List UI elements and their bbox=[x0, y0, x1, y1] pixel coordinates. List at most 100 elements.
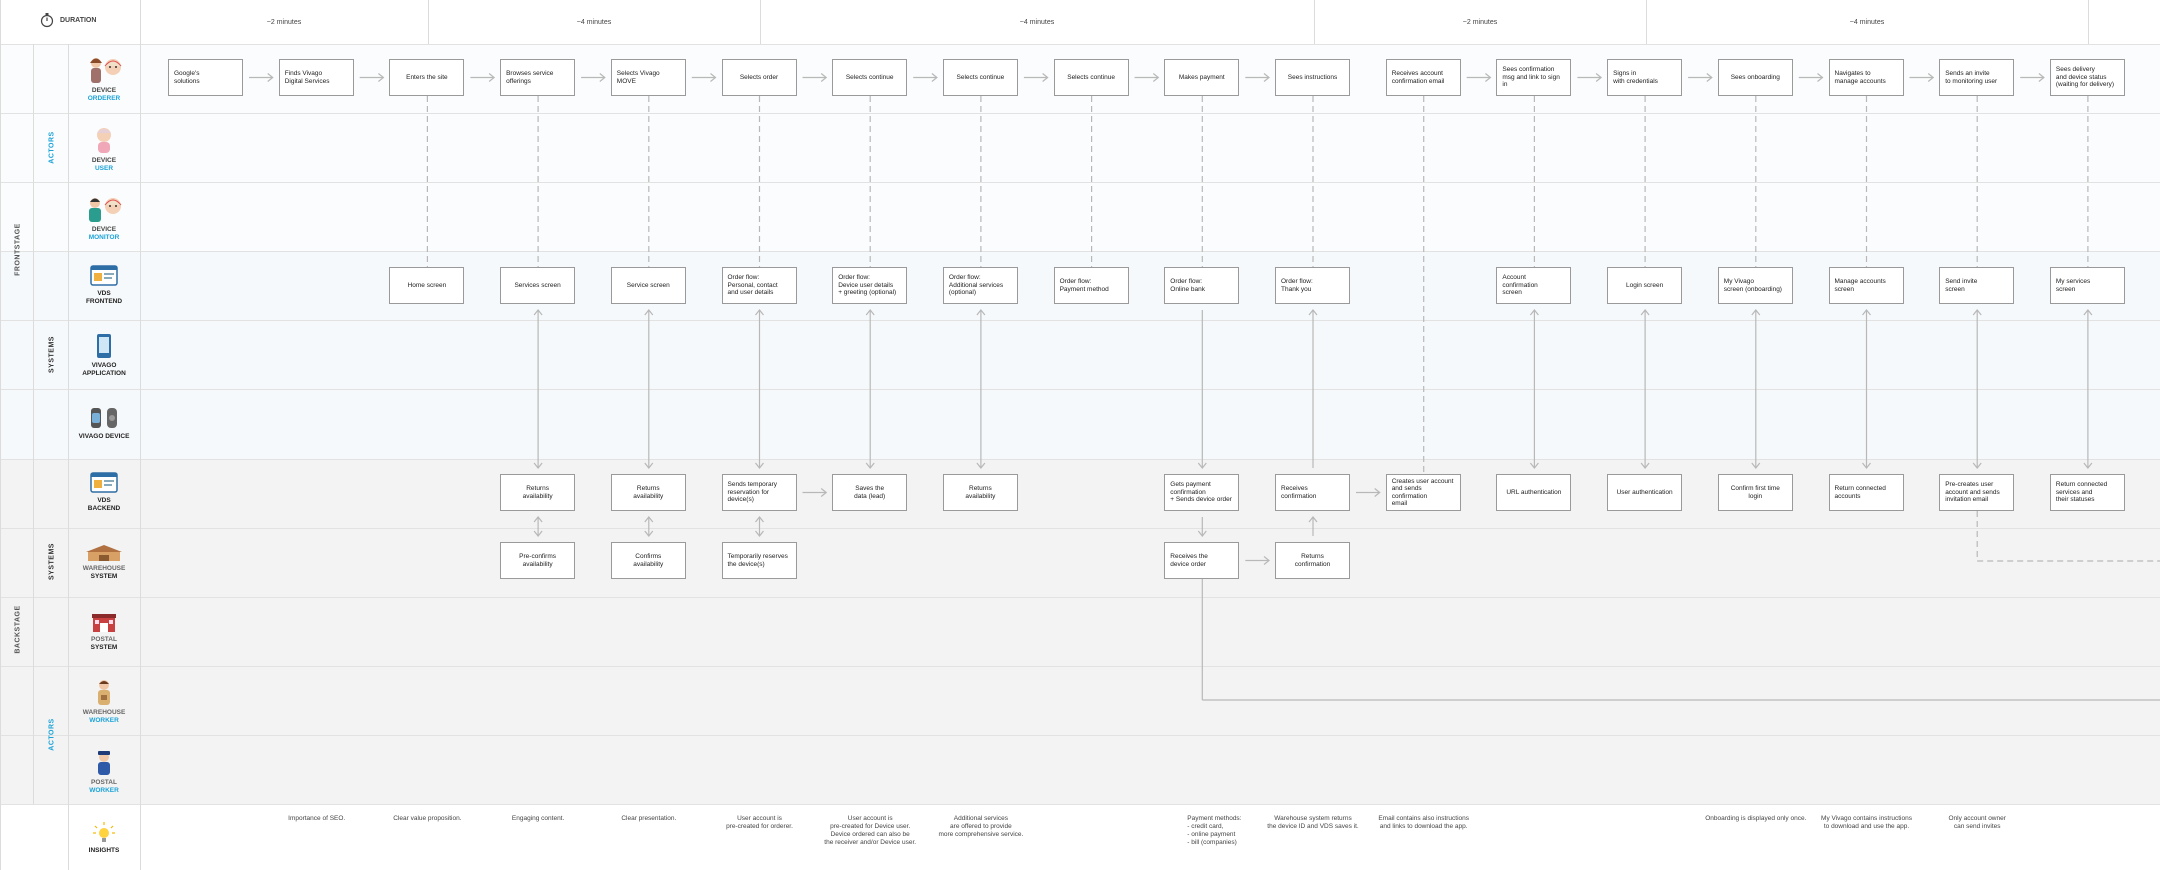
step-text: Sees onboarding bbox=[1730, 73, 1780, 81]
actor-label-2: WORKER bbox=[89, 787, 119, 794]
step-text: Navigates to manage accounts bbox=[1834, 70, 1886, 85]
duration-header: DURATION bbox=[40, 12, 96, 28]
duration-segment: ~4 minutes bbox=[428, 0, 760, 44]
orderer-step-box: Finds Vivago Digital Services bbox=[278, 59, 354, 96]
step-text: Receives confirmation bbox=[1281, 485, 1317, 500]
step-text: Order flow: Online bank bbox=[1170, 278, 1205, 293]
orderer-step-box: Sees delivery and device status (waiting… bbox=[2049, 59, 2125, 96]
step-text: My Vivago screen (onboarding) bbox=[1723, 278, 1782, 293]
duration-text: ~4 minutes bbox=[576, 18, 612, 26]
duration-text: ~2 minutes bbox=[1462, 18, 1498, 26]
step-text: Gets payment confirmation + Sends device… bbox=[1170, 481, 1232, 504]
step-text: Order flow: Additional services (optiona… bbox=[948, 274, 1004, 297]
step-text: Order flow: Payment method bbox=[1059, 278, 1109, 293]
system-arrowhead bbox=[533, 462, 543, 469]
step-text: Confirm first time login bbox=[1730, 485, 1780, 500]
step-text: URL authentication bbox=[1506, 488, 1562, 496]
row-warehouse-system: WAREHOUSE SYSTEM bbox=[69, 544, 139, 581]
orderer-step-box: Selects order bbox=[721, 59, 797, 96]
actor-label-2: USER bbox=[94, 165, 114, 172]
step-text: Receives account confirmation email bbox=[1391, 70, 1445, 85]
backend-step-box: Returns availability bbox=[500, 474, 576, 511]
system-arrowhead bbox=[865, 309, 875, 316]
flow-arrowhead bbox=[1817, 73, 1824, 82]
orderer-people-icon bbox=[90, 58, 122, 83]
step-text: Return connected services and their stat… bbox=[2055, 481, 2108, 504]
step-text: Returns availability bbox=[522, 485, 553, 500]
step-text: Creates user account and sends confirmat… bbox=[1391, 477, 1454, 508]
warehouse-arrowhead bbox=[644, 516, 654, 523]
step-text: Returns confirmation bbox=[1294, 553, 1331, 568]
orderer-step-box: Navigates to manage accounts bbox=[1828, 59, 1904, 96]
backend-step-box: Return connected accounts bbox=[1828, 474, 1904, 511]
step-text: Saves the data (lead) bbox=[854, 485, 886, 500]
system-arrowhead bbox=[1862, 462, 1871, 469]
system-arrowhead bbox=[644, 309, 654, 316]
row-divider bbox=[0, 182, 2160, 183]
actor-label-1: DEVICE bbox=[91, 226, 117, 233]
column-divider bbox=[0, 0, 1, 870]
duration-segment: ~4 minutes bbox=[1646, 0, 2088, 44]
post-office-icon bbox=[92, 614, 116, 632]
actor-label-2: ORDERER bbox=[87, 95, 121, 102]
browser-window-icon bbox=[90, 265, 118, 286]
step-text: Pre-confirms availability bbox=[519, 553, 557, 568]
backstage-systems-band bbox=[0, 459, 2160, 666]
actor-label-1: WAREHOUSE bbox=[82, 565, 126, 572]
flow-arrowhead bbox=[1152, 73, 1160, 82]
system-arrowhead bbox=[1972, 309, 1982, 316]
system-arrowhead bbox=[533, 309, 543, 316]
column-divider bbox=[428, 0, 429, 44]
mobile-phone-icon bbox=[97, 334, 111, 358]
system-arrowhead bbox=[1972, 462, 1982, 469]
frontend-step-box: Order flow: Device user details + greeti… bbox=[832, 267, 908, 304]
step-text: Order flow: Personal, contact and user d… bbox=[727, 274, 778, 297]
system-arrowhead bbox=[1308, 309, 1318, 316]
frontend-step-box: Send invite screen bbox=[1939, 267, 2015, 304]
backend-step-box: User authentication bbox=[1607, 474, 1683, 511]
system-arrowhead bbox=[1640, 462, 1650, 469]
system-arrowhead bbox=[644, 462, 654, 469]
actor-label-1: VIVAGO DEVICE bbox=[78, 433, 130, 440]
browser-window-icon bbox=[90, 472, 118, 493]
warehouse-step-box: Returns confirmation bbox=[1275, 542, 1350, 579]
system-arrowhead bbox=[976, 462, 986, 469]
backend-step-box: Pre-creates user account and sends invit… bbox=[1939, 474, 2015, 511]
lightbulb-icon bbox=[93, 822, 115, 842]
backend-step-box: Receives confirmation bbox=[1275, 474, 1350, 511]
step-text: Returns availability bbox=[965, 485, 996, 500]
row-divider bbox=[0, 320, 2160, 321]
row-divider bbox=[0, 389, 2160, 390]
step-text: Sends temporary reservation for device(s… bbox=[727, 481, 778, 504]
step-text: Sends an invite to monitoring user bbox=[1945, 70, 1998, 85]
system-arrowhead bbox=[1529, 462, 1539, 469]
step-text: Selects order bbox=[739, 73, 779, 81]
step-text: Selects Vivago MOVE bbox=[616, 70, 660, 85]
step-text: Send invite screen bbox=[1945, 278, 1978, 293]
actor-label-2: FRONTEND bbox=[85, 298, 123, 305]
system-arrowhead bbox=[2083, 462, 2093, 469]
flow-arrowhead bbox=[1927, 73, 1935, 82]
step-text: Return connected accounts bbox=[1834, 485, 1886, 500]
orderer-step-box: Browses service offerings bbox=[500, 59, 576, 96]
row-divider bbox=[0, 735, 2160, 736]
row-insights: INSIGHTS bbox=[69, 822, 139, 855]
warehouse-arrowhead bbox=[533, 530, 543, 537]
elderly-user-icon bbox=[97, 128, 111, 153]
row-vivago-device: VIVAGO DEVICE bbox=[69, 406, 139, 441]
frontend-step-box: My services screen bbox=[2049, 267, 2125, 304]
insights-band bbox=[0, 804, 2160, 870]
step-text: Login screen bbox=[1625, 281, 1664, 289]
step-text: Home screen bbox=[407, 281, 447, 289]
flow-arrowhead bbox=[1595, 73, 1603, 82]
insight-text: Email contains also instructions and lin… bbox=[1378, 815, 1470, 830]
step-text: Returns availability bbox=[633, 485, 664, 500]
warehouse-arrowhead bbox=[1308, 516, 1318, 523]
duration-segment: ~4 minutes bbox=[760, 0, 1314, 44]
warehouse-arrowhead bbox=[755, 530, 764, 537]
system-arrowhead bbox=[1529, 309, 1539, 316]
actor-label-1: DEVICE bbox=[91, 87, 117, 94]
warehouse-step-box: Confirms availability bbox=[610, 542, 686, 579]
warehouse-step-box: Receives the device order bbox=[1164, 542, 1240, 579]
